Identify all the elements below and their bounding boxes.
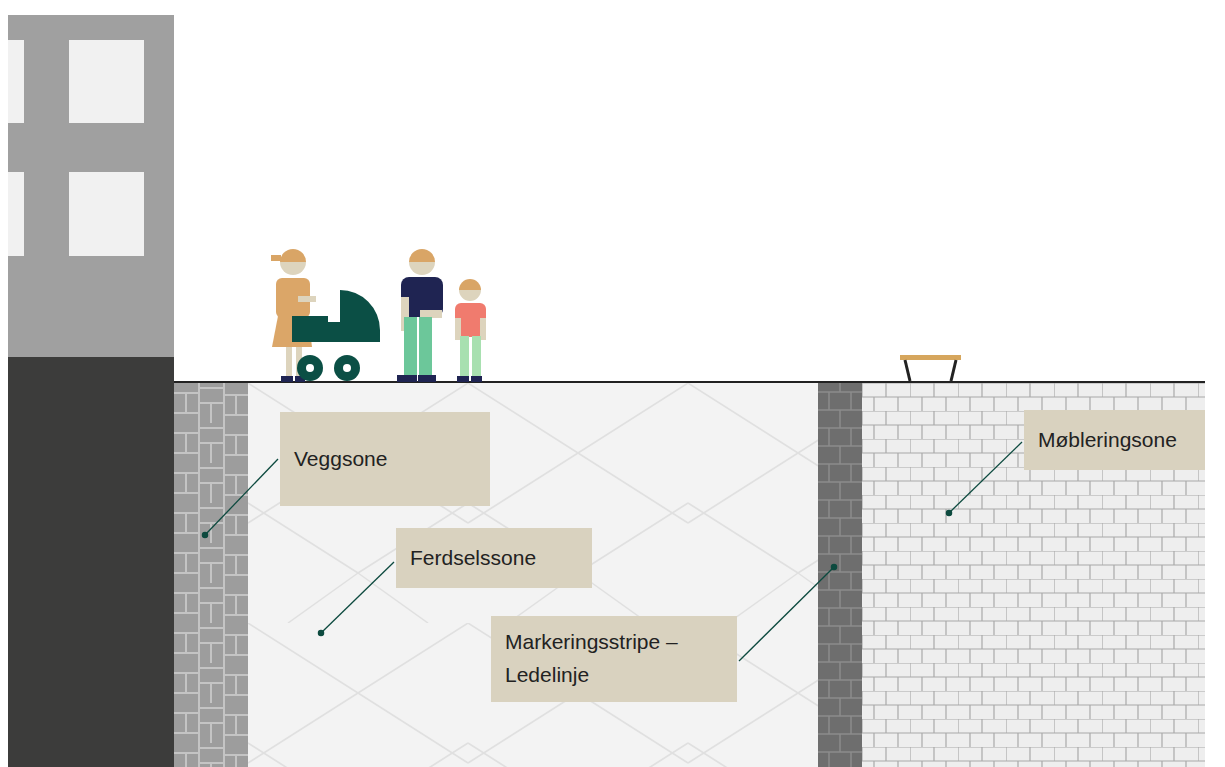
zone-callout: Møbleringsone (1024, 410, 1205, 470)
building (8, 15, 174, 767)
walking-zone (248, 383, 818, 767)
bench (900, 355, 961, 381)
zone-callout: Veggsone (280, 412, 490, 506)
man-figure (397, 249, 443, 382)
guide-stripe (818, 383, 862, 767)
child-figure (455, 279, 486, 382)
zone-label: Ferdselssone (410, 542, 578, 575)
zone-callout: Markeringsstripe – Ledelinje (491, 616, 737, 702)
zone-callout: Ferdselssone (396, 528, 592, 588)
wall-zone (174, 383, 248, 767)
ground-line (174, 381, 1205, 383)
zone-label: Møbleringsone (1038, 424, 1191, 457)
furniture-zone (862, 383, 1205, 767)
pram (292, 290, 380, 381)
zone-label: Markeringsstripe – Ledelinje (505, 626, 723, 691)
zone-label: Veggsone (294, 443, 476, 476)
